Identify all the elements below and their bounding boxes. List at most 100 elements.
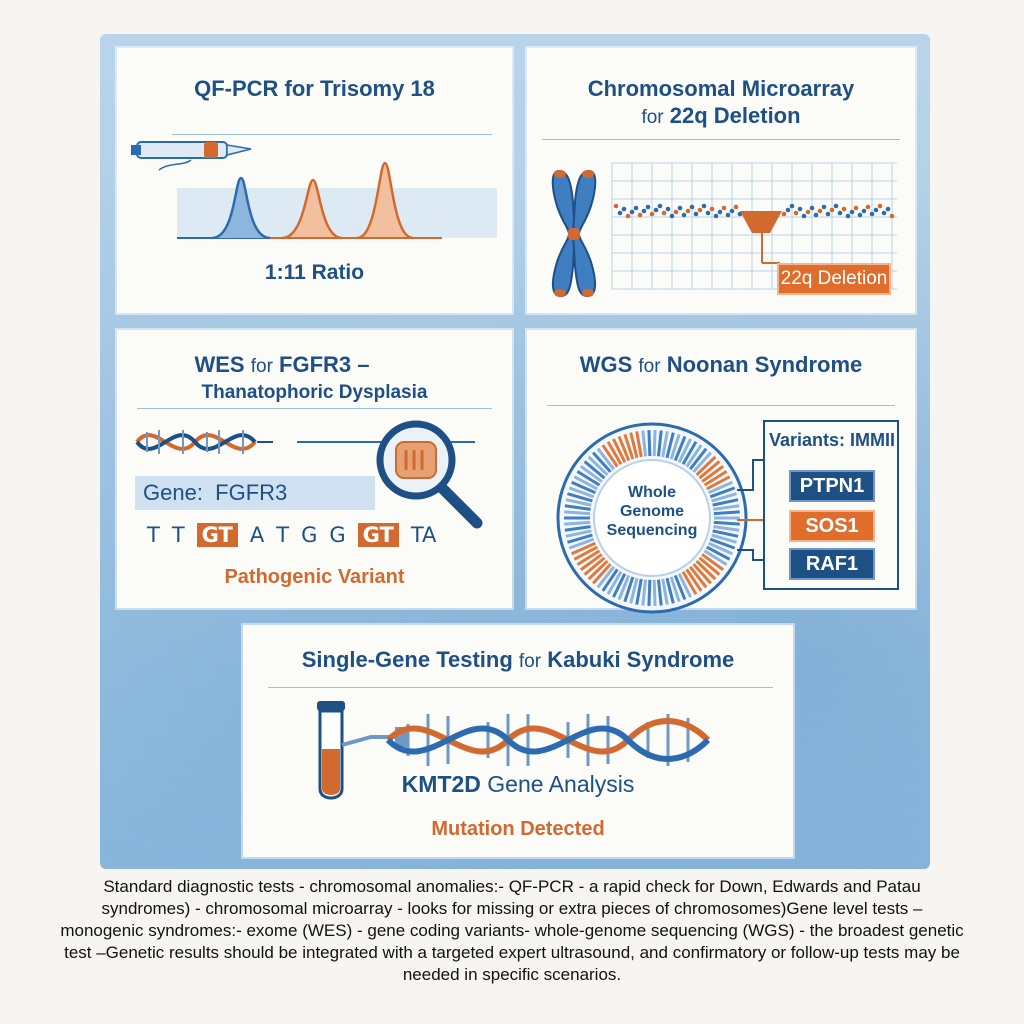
genome-ring-tick: [656, 579, 663, 606]
genome-ring-tick: [695, 559, 717, 581]
probe-dot: [833, 203, 839, 209]
genome-ring-tick: [673, 435, 687, 462]
qfpcr-panel: QF-PCR for Trisomy 18 1:11 Ratio: [117, 48, 512, 313]
dna-helix-large-icon: [385, 714, 711, 766]
genome-ring-tick: [681, 441, 698, 466]
genome-ring-tick: [612, 573, 627, 598]
probe-dot: [685, 208, 691, 214]
cma-title-line1: Chromosomal Microarray: [587, 76, 855, 101]
genome-ring-tick: [573, 475, 598, 491]
wes-title-line2: Thanatophoric Dysplasia: [201, 382, 428, 403]
genome-ring-tick: [669, 433, 681, 460]
genome-ring-tick: [652, 579, 657, 606]
deletion-label: 22q Deletion: [777, 263, 891, 295]
genome-ring-tick: [685, 568, 703, 592]
gene-label: Gene: FGFR3: [143, 480, 288, 505]
genome-ring-tick: [565, 498, 592, 507]
probe-dot: [661, 210, 667, 216]
single-title-a: Single-Gene Testing: [301, 647, 513, 672]
probe-dot: [665, 206, 671, 212]
mutation-label: Mutation Detected: [431, 818, 605, 840]
single-title-for: for: [518, 651, 542, 672]
genome-ring-tick: [692, 451, 712, 473]
genome-ring-tick: [612, 438, 627, 463]
genome-ring-tick: [596, 565, 616, 589]
probe-dot: [793, 210, 799, 216]
dna-helix-icon: [135, 430, 273, 454]
genome-ring-tick: [617, 574, 631, 601]
probe-dot: [785, 207, 791, 213]
probe-dot: [885, 206, 891, 212]
genome-ring-tick: [661, 578, 669, 605]
variant-raf1: RAF1: [789, 548, 875, 580]
sequence-base: T: [147, 523, 160, 547]
probe-dot: [845, 213, 851, 219]
wes-title-a: WES: [194, 352, 245, 377]
genome-ring-tick: [566, 533, 593, 544]
variant-ptpn1: PTPN1: [789, 470, 875, 502]
genome-ring-tick: [703, 470, 728, 487]
genome-ring-tick: [606, 441, 623, 466]
genome-ring-tick: [568, 537, 595, 550]
probe-dot: [713, 213, 719, 219]
microarray-grid: [611, 162, 897, 290]
probe-dot: [725, 212, 731, 218]
genome-ring-tick: [685, 444, 703, 468]
probe-dot: [849, 209, 855, 215]
genome-circle-icon: [556, 422, 748, 614]
single-gene-panel: Single-Gene Testing for Kabuki Syndrome …: [243, 625, 793, 857]
genome-ring-tick: [677, 573, 692, 598]
wes-divider: [137, 408, 492, 409]
wgs-divider: [547, 405, 895, 406]
genome-ring-tick: [698, 460, 721, 480]
genome-ring-tick: [583, 556, 606, 576]
probe-dot: [705, 210, 711, 216]
genome-ring-tick: [641, 579, 648, 606]
wes-panel: WES for FGFR3 – Thanatophoric Dysplasia …: [117, 330, 512, 608]
probe-dot: [857, 212, 863, 218]
probe-dot: [889, 213, 895, 219]
wgs-title: WGS for Noonan Syndrome: [527, 352, 915, 380]
genome-ring-tick: [708, 480, 734, 495]
genome-ring-tick: [565, 529, 592, 538]
genome-ring-tick: [592, 563, 612, 585]
variant-connectors: [737, 459, 765, 561]
sequence-base-highlight: GT: [357, 523, 399, 547]
genome-ring-tick: [712, 498, 739, 507]
genome-ring-tick: [606, 570, 623, 595]
genome-ring-tick: [583, 460, 606, 480]
genome-ring-tick: [706, 475, 731, 491]
genome-ring-tick: [688, 447, 708, 471]
genome-ring-tick: [709, 537, 736, 550]
probe-dot: [693, 211, 699, 217]
genome-ring-tick: [564, 510, 591, 516]
cma-panel: Chromosomal Microarray for 22q Deletion: [527, 48, 915, 313]
probe-dot: [617, 210, 623, 216]
qfpcr-title: QF-PCR for Trisomy 18: [194, 76, 435, 101]
genome-ring-tick: [698, 556, 721, 576]
genome-ring-tick: [709, 486, 736, 499]
gene-analysis-text: Gene Analysis: [487, 771, 635, 797]
genome-ring-tick: [688, 565, 708, 589]
pipette-icon: [131, 141, 252, 171]
probe-dot: [809, 205, 815, 211]
probe-dot: [817, 208, 823, 214]
genome-ring-tick: [665, 577, 675, 604]
probe-dot: [641, 208, 647, 214]
genome-ring-tick: [706, 545, 731, 561]
cma-title-for: for: [641, 107, 664, 128]
genome-ring-tick: [656, 430, 663, 457]
genome-ring-tick: [701, 465, 725, 483]
probe-dot: [621, 206, 627, 212]
genome-ring-tick: [695, 455, 717, 477]
probe-dot: [657, 203, 663, 209]
genome-ring-tick: [681, 570, 698, 595]
genome-ring-tick: [573, 545, 598, 561]
pcr-peaks-chart: [177, 161, 497, 240]
cma-title-line2: for 22q Deletion: [527, 103, 915, 131]
genome-ring-tick: [570, 541, 596, 556]
genome-ring-tick: [713, 520, 740, 526]
genome-ring-tick: [601, 568, 619, 592]
genome-ring-tick: [576, 549, 601, 566]
